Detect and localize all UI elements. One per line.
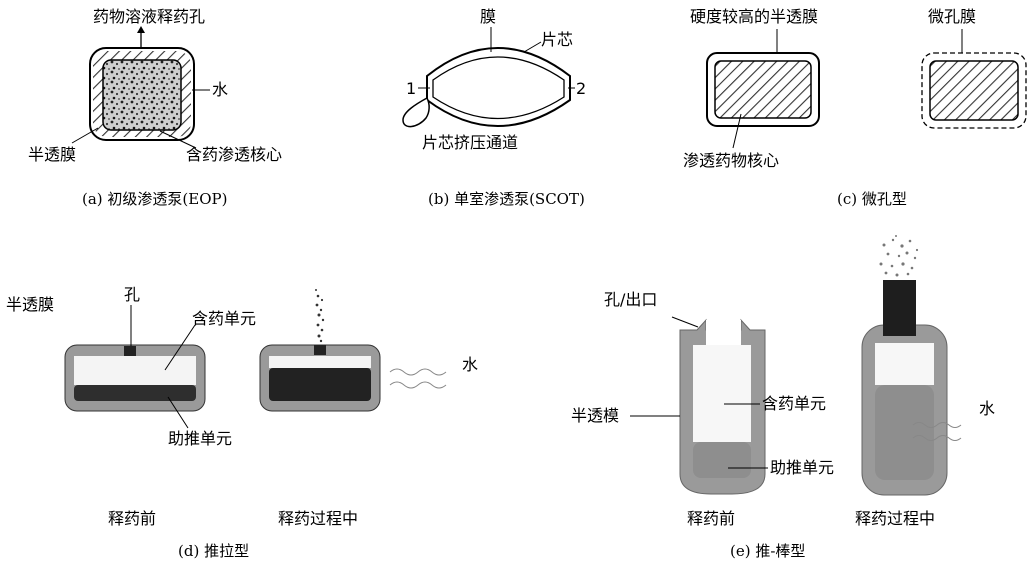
pushrod-push-label: 助推单元 xyxy=(770,458,834,477)
scot-label-1: 1 xyxy=(406,79,416,98)
pushrod-orifice-label: 孔/出口 xyxy=(604,290,657,309)
pushpull-water-label: 水 xyxy=(462,355,478,374)
micro-porous-membrane xyxy=(921,52,1027,129)
eop-water-label: 水 xyxy=(212,80,228,99)
water-waves-icon xyxy=(389,368,447,389)
pushpull-during-label: 释药过程中 xyxy=(278,509,358,528)
eop-membrane-leader xyxy=(71,127,99,144)
pushpull-during-push-layer xyxy=(269,368,371,401)
eop-drug-core xyxy=(102,59,182,131)
pushrod-before-label: 释药前 xyxy=(687,509,735,528)
scot-channel-label: 片芯挤压通道 xyxy=(422,133,518,152)
panel-b: 膜 片芯 1 2 片芯挤压通道 (b) 单室渗透泵(SCOT) xyxy=(402,7,586,208)
micro-hard-membrane-label: 硬度较高的半透膜 xyxy=(690,7,818,26)
panel-d-caption: (d) 推拉型 xyxy=(178,542,249,560)
pushpull-push-leader xyxy=(167,396,189,429)
eop-core-label: 含药渗透核心 xyxy=(186,145,282,164)
pushrod-before-orifice-gap xyxy=(706,320,741,345)
pushrod-before-drug-layer xyxy=(693,345,751,442)
pushpull-before-label: 释药前 xyxy=(108,509,156,528)
scot-tablet-core xyxy=(432,56,565,120)
pushpull-membrane-label: 半透膜 xyxy=(6,295,54,314)
micro-porous-label: 微孔膜 xyxy=(928,7,976,26)
panel-e: 孔/出口 半透模 含药单元 助推单元 水 释药前 释药过程中 (e) 推-棒型 xyxy=(571,235,995,560)
pushpull-push-label: 助推单元 xyxy=(168,429,232,448)
panel-e-caption: (e) 推-棒型 xyxy=(730,542,805,560)
panel-b-caption: (b) 单室渗透泵(SCOT) xyxy=(428,190,585,208)
micro-drug-core-right xyxy=(929,60,1019,121)
water-waves-icon xyxy=(912,422,962,441)
pushrod-during-push-layer xyxy=(875,385,934,480)
pushpull-drug-leader xyxy=(164,324,196,371)
panel-a: 药物溶液释药孔 水 半透膜 含药渗透核心 (a) 初级渗透泵(EOP) xyxy=(28,7,282,208)
panel-c: 硬度较高的半透膜 渗透药物核心 微孔膜 (c) 微孔型 xyxy=(683,7,1027,208)
micro-core-leader xyxy=(732,113,742,149)
scot-core-leader xyxy=(523,41,542,53)
pushrod-water-label: 水 xyxy=(979,399,995,418)
pushrod-orifice-leader xyxy=(671,316,699,328)
scot-label-2: 2 xyxy=(576,79,586,98)
pushpull-before-push-layer xyxy=(74,385,196,401)
scot-core-label: 片芯 xyxy=(541,30,573,49)
pushrod-drug-label: 含药单元 xyxy=(762,394,826,413)
pushpull-release-particles xyxy=(315,289,325,343)
eop-orifice-label: 药物溶液释药孔 xyxy=(93,7,205,26)
micro-drug-core-left xyxy=(714,60,812,119)
pushrod-during-extruded-rod xyxy=(883,280,916,336)
pushpull-drug-label: 含药单元 xyxy=(192,309,256,328)
pushpull-during-orifice xyxy=(314,345,326,355)
pushrod-release-particles xyxy=(879,235,919,277)
scot-extrusion-blob xyxy=(402,96,430,128)
eop-core-leader xyxy=(159,130,197,149)
pushpull-during-drug-layer xyxy=(269,356,371,368)
pushrod-before-push-layer xyxy=(693,442,751,478)
pushpull-before-drug-layer xyxy=(74,356,196,385)
arrow-up-icon xyxy=(137,26,145,33)
eop-membrane-label: 半透膜 xyxy=(28,145,76,164)
panel-a-caption: (a) 初级渗透泵(EOP) xyxy=(82,190,227,208)
pushrod-during-label: 释药过程中 xyxy=(855,509,935,528)
micro-core-label: 渗透药物核心 xyxy=(683,151,779,170)
pushrod-during-drug-layer xyxy=(875,343,934,385)
panel-d: 半透膜 孔 含药单元 助推单元 水 释药前 释药过程中 (d) 推拉型 xyxy=(6,285,478,560)
panel-c-caption: (c) 微孔型 xyxy=(837,190,907,208)
pushrod-membrane-label: 半透模 xyxy=(571,406,619,425)
pushpull-orifice-label: 孔 xyxy=(124,285,140,304)
scot-membrane-label: 膜 xyxy=(480,7,496,26)
pushpull-before-orifice xyxy=(124,346,136,356)
